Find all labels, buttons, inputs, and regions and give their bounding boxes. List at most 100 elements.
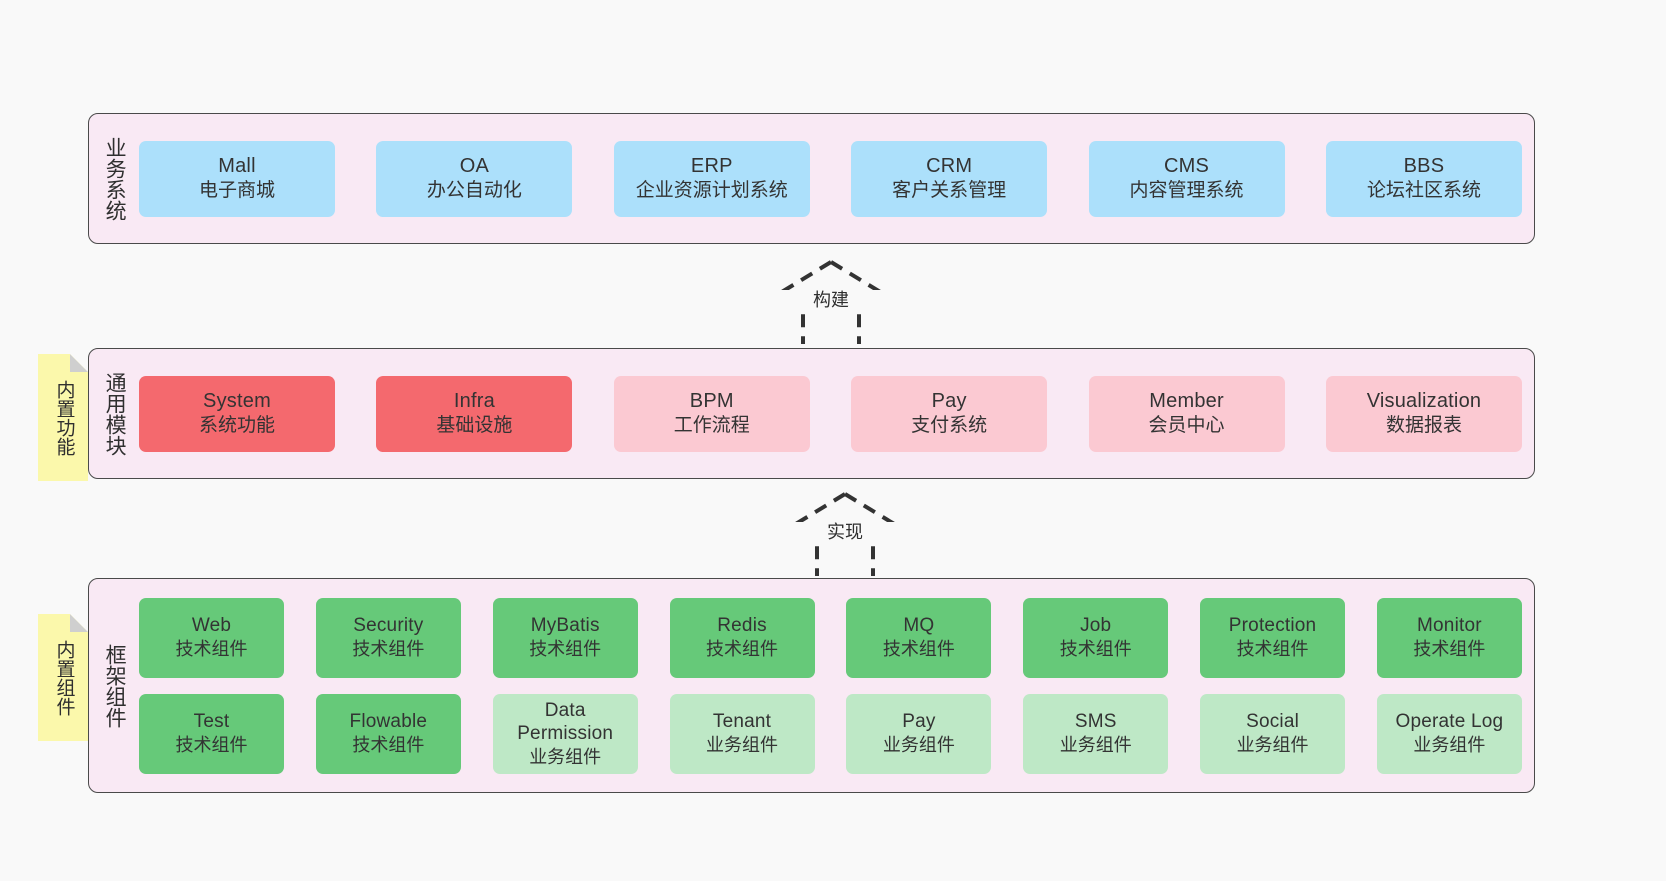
node-title-en: Flowable [349, 711, 428, 733]
node-title-cn: 业务组件 [1059, 735, 1132, 756]
node-title-cn: 技术组件 [529, 639, 602, 660]
layer-caption-business-system: 业务系统 [103, 136, 127, 221]
node-infra[interactable]: Infra 基础设施 [376, 375, 573, 452]
layer-business-system: 业务系统 Mall 电子商城 OA 办公自动化 ERP 企业资源计划系统 CRM… [88, 113, 1535, 244]
node-title-en: Pay [902, 711, 936, 733]
node-system[interactable]: System 系统功能 [139, 375, 335, 452]
node-title-en: Visualization [1366, 390, 1482, 413]
node-title-en: CMS [1164, 155, 1210, 178]
node-title-en: BPM [689, 390, 734, 413]
node-title-en: Test [193, 711, 230, 733]
node-bpm[interactable]: BPM 工作流程 [613, 375, 810, 452]
node-title-en: Infra [453, 390, 495, 413]
node-cms[interactable]: CMS 内容管理系统 [1088, 140, 1285, 217]
node-title-cn: 技术组件 [882, 639, 955, 660]
node-title-cn: 数据报表 [1385, 415, 1462, 437]
node-title-cn: 技术组件 [1413, 639, 1486, 660]
note-builtin-function-label: 内置功能 [53, 379, 75, 456]
note-builtin-function: 内置功能 [38, 354, 88, 481]
node-title-en: Monitor [1417, 615, 1482, 637]
framework-node-group: Web 技术组件 Security 技术组件 MyBatis 技术组件 Redi… [139, 579, 1534, 792]
node-title-en: Web [191, 615, 232, 637]
layer-caption-framework-component: 框架组件 [103, 643, 127, 728]
node-mall[interactable]: Mall 电子商城 [139, 140, 335, 217]
node-title-cn: 业务组件 [1236, 735, 1309, 756]
node-data-permission[interactable]: Data Permission 业务组件 [492, 693, 638, 774]
node-title-en: Data Permission [517, 699, 614, 745]
node-title-cn: 支付系统 [911, 415, 988, 437]
node-mq[interactable]: MQ 技术组件 [846, 597, 992, 678]
node-title-en: Pay [931, 390, 967, 413]
node-title-en: Tenant [712, 711, 772, 733]
node-title-cn: 业务组件 [1413, 735, 1486, 756]
node-title-cn: 技术组件 [352, 639, 425, 660]
node-web[interactable]: Web 技术组件 [139, 597, 284, 678]
node-title-en: CRM [926, 155, 973, 178]
node-sms[interactable]: SMS 业务组件 [1023, 693, 1169, 774]
node-title-cn: 工作流程 [673, 415, 750, 437]
node-title-en: Member [1149, 390, 1224, 413]
node-title-en: Security [353, 615, 424, 637]
node-monitor[interactable]: Monitor 技术组件 [1376, 597, 1522, 678]
node-title-cn: 系统功能 [198, 415, 275, 437]
node-bbs[interactable]: BBS 论坛社区系统 [1325, 140, 1522, 217]
node-title-cn: 业务组件 [706, 735, 779, 756]
node-title-cn: 技术组件 [1236, 639, 1309, 660]
node-title-cn: 技术组件 [1059, 639, 1132, 660]
connector-implement-arrow: 实现 [768, 490, 922, 576]
node-title-cn: 内容管理系统 [1129, 180, 1244, 202]
node-social[interactable]: Social 业务组件 [1200, 693, 1346, 774]
node-title-cn: 客户关系管理 [892, 180, 1007, 202]
node-erp[interactable]: ERP 企业资源计划系统 [613, 140, 810, 217]
node-title-cn: 技术组件 [175, 639, 248, 660]
node-protection[interactable]: Protection 技术组件 [1200, 597, 1346, 678]
node-visualization[interactable]: Visualization 数据报表 [1325, 375, 1522, 452]
node-title-cn: 企业资源计划系统 [635, 180, 788, 202]
connector-build-arrow: 构建 [754, 258, 908, 344]
note-builtin-component: 内置组件 [38, 614, 88, 741]
framework-row-tech: Web 技术组件 Security 技术组件 MyBatis 技术组件 Redi… [139, 597, 1522, 678]
node-test[interactable]: Test 技术组件 [139, 693, 284, 774]
dashed-hollow-arrow-icon [754, 260, 908, 344]
node-title-en: Protection [1228, 615, 1317, 637]
node-pay-business[interactable]: Pay 业务组件 [846, 693, 992, 774]
node-title-cn: 论坛社区系统 [1366, 180, 1481, 202]
node-title-en: Mall [218, 155, 256, 178]
business-node-group: Mall 电子商城 OA 办公自动化 ERP 企业资源计划系统 CRM 客户关系… [139, 114, 1534, 243]
node-title-cn: 业务组件 [529, 747, 602, 767]
node-title-cn: 技术组件 [175, 735, 248, 756]
node-flowable[interactable]: Flowable 技术组件 [315, 693, 461, 774]
node-title-en: Operate Log [1395, 711, 1504, 733]
node-crm[interactable]: CRM 客户关系管理 [851, 140, 1048, 217]
node-title-en: BBS [1403, 155, 1445, 178]
node-title-cn: 电子商城 [198, 180, 275, 202]
node-operate-log[interactable]: Operate Log 业务组件 [1376, 693, 1522, 774]
note-builtin-component-label: 内置组件 [53, 639, 75, 716]
node-title-en: System [203, 390, 271, 413]
node-tenant[interactable]: Tenant 业务组件 [669, 693, 815, 774]
node-title-en: MQ [903, 615, 935, 637]
node-title-en: Redis [717, 615, 767, 637]
node-title-en: Social [1246, 711, 1300, 733]
layer-common-module: 通用模块 System 系统功能 Infra 基础设施 BPM 工作流程 Pay… [88, 348, 1535, 479]
node-title-en: SMS [1074, 711, 1117, 733]
node-title-en: OA [459, 155, 490, 178]
layer-framework-component: 框架组件 Web 技术组件 Security 技术组件 MyBatis 技术组件… [88, 578, 1535, 793]
node-title-cn: 会员中心 [1148, 415, 1225, 437]
node-member[interactable]: Member 会员中心 [1088, 375, 1285, 452]
node-redis[interactable]: Redis 技术组件 [669, 597, 815, 678]
node-title-cn: 技术组件 [352, 735, 425, 756]
node-mybatis[interactable]: MyBatis 技术组件 [492, 597, 638, 678]
node-title-cn: 业务组件 [882, 735, 955, 756]
node-oa[interactable]: OA 办公自动化 [376, 140, 573, 217]
node-title-en: Job [1080, 615, 1112, 637]
node-title-en: ERP [690, 155, 733, 178]
layer-caption-common-module: 通用模块 [103, 371, 127, 456]
common-node-group: System 系统功能 Infra 基础设施 BPM 工作流程 Pay 支付系统… [139, 349, 1534, 478]
node-pay[interactable]: Pay 支付系统 [851, 375, 1048, 452]
node-title-en: MyBatis [530, 615, 600, 637]
node-security[interactable]: Security 技术组件 [315, 597, 461, 678]
node-job[interactable]: Job 技术组件 [1023, 597, 1169, 678]
framework-row-business: Test 技术组件 Flowable 技术组件 Data Permission … [139, 693, 1522, 774]
